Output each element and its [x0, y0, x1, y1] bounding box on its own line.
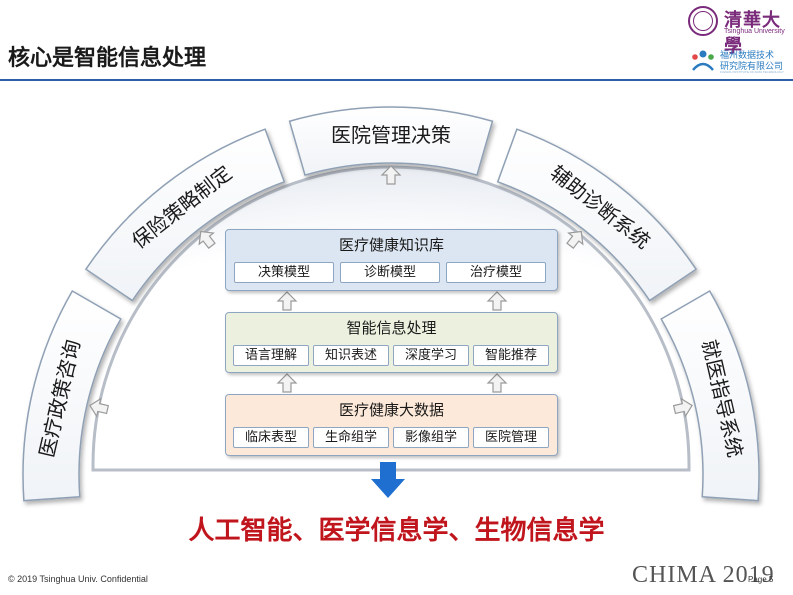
health-big-data-panel: 医疗健康大数据 临床表型 生命组学 影像组学 医院管理: [225, 394, 558, 456]
language-understanding-chip: 语言理解: [233, 345, 309, 366]
intelligent-processing-panel: 智能信息处理 语言理解 知识表述 深度学习 智能推荐: [225, 312, 558, 373]
hospital-decision-segment-label: 医院管理决策: [331, 123, 451, 147]
decision-model-chip: 决策模型: [234, 262, 334, 283]
knowledge-base-panel: 医疗健康知识库 决策模型 诊断模型 治疗模型: [225, 229, 558, 291]
policy-consulting-segment: [22, 289, 122, 502]
fuzhou-institute-logo: 福州数据技术 研究院有限公司 FUZHOU INSTITUTE OF DATA …: [690, 46, 793, 76]
patient-guidance-segment: [660, 289, 760, 502]
hospital-arrow-icon: [380, 165, 402, 185]
fuzhou-logo-line1: 福州数据技术: [720, 51, 775, 61]
treatment-model-chip: 治疗模型: [446, 262, 546, 283]
people-group-icon: [692, 50, 714, 71]
copyright-footer: © 2019 Tsinghua Univ. Confidential: [8, 574, 148, 584]
assisted-diagnosis-segment: [496, 128, 698, 302]
knowledge-representation-chip: 知识表述: [313, 345, 389, 366]
diagnosis-model-chip: 诊断模型: [340, 262, 440, 283]
insurance-arrow-icon: [198, 230, 216, 249]
page-title: 核心是智能信息处理: [8, 46, 207, 71]
deep-learning-chip: 深度学习: [393, 345, 469, 366]
bigdata-to-processing-left-arrow-icon: [276, 373, 298, 393]
fuzhou-logo-en: FUZHOU INSTITUTE OF DATA TECHNOLOGY: [720, 70, 784, 74]
bigdata-to-processing-right-arrow-icon: [486, 373, 508, 393]
fuzhou-logo-line2: 研究院有限公司: [720, 62, 784, 72]
processing-to-knowledge-right-arrow-icon: [486, 291, 508, 311]
hospital-management-chip: 医院管理: [473, 427, 549, 448]
tsinghua-seal-icon: [688, 6, 718, 36]
hospital-decision-segment: [288, 106, 494, 177]
clinical-phenotype-chip: 临床表型: [233, 427, 309, 448]
tsinghua-logo-en: Tsinghua University: [724, 28, 785, 35]
policy-arrow-icon: [89, 397, 110, 418]
imaging-omics-chip: 影像组学: [393, 427, 469, 448]
page-number: Page 5: [748, 575, 774, 584]
processing-to-knowledge-left-arrow-icon: [276, 291, 298, 311]
life-omics-chip: 生命组学: [313, 427, 389, 448]
title-divider: [0, 79, 793, 81]
guidance-arrow-icon: [672, 397, 693, 418]
health-big-data-title: 医疗健康大数据: [338, 401, 444, 419]
conference-mark: CHIMA 2019: [632, 562, 775, 588]
diagnosis-arrow-icon: [566, 230, 584, 249]
intelligent-processing-title: 智能信息处理: [346, 319, 437, 337]
smart-recommendation-chip: 智能推荐: [473, 345, 549, 366]
knowledge-base-title: 医疗健康知识库: [338, 236, 444, 254]
tsinghua-logo-cn: 清華大學: [724, 10, 781, 57]
result-headline: 人工智能、医学信息学、生物信息学: [188, 516, 605, 546]
down-arrow-icon: [371, 462, 405, 498]
insurance-strategy-segment: [84, 128, 286, 302]
tsinghua-logo: 清華大學 Tsinghua University: [688, 6, 788, 57]
